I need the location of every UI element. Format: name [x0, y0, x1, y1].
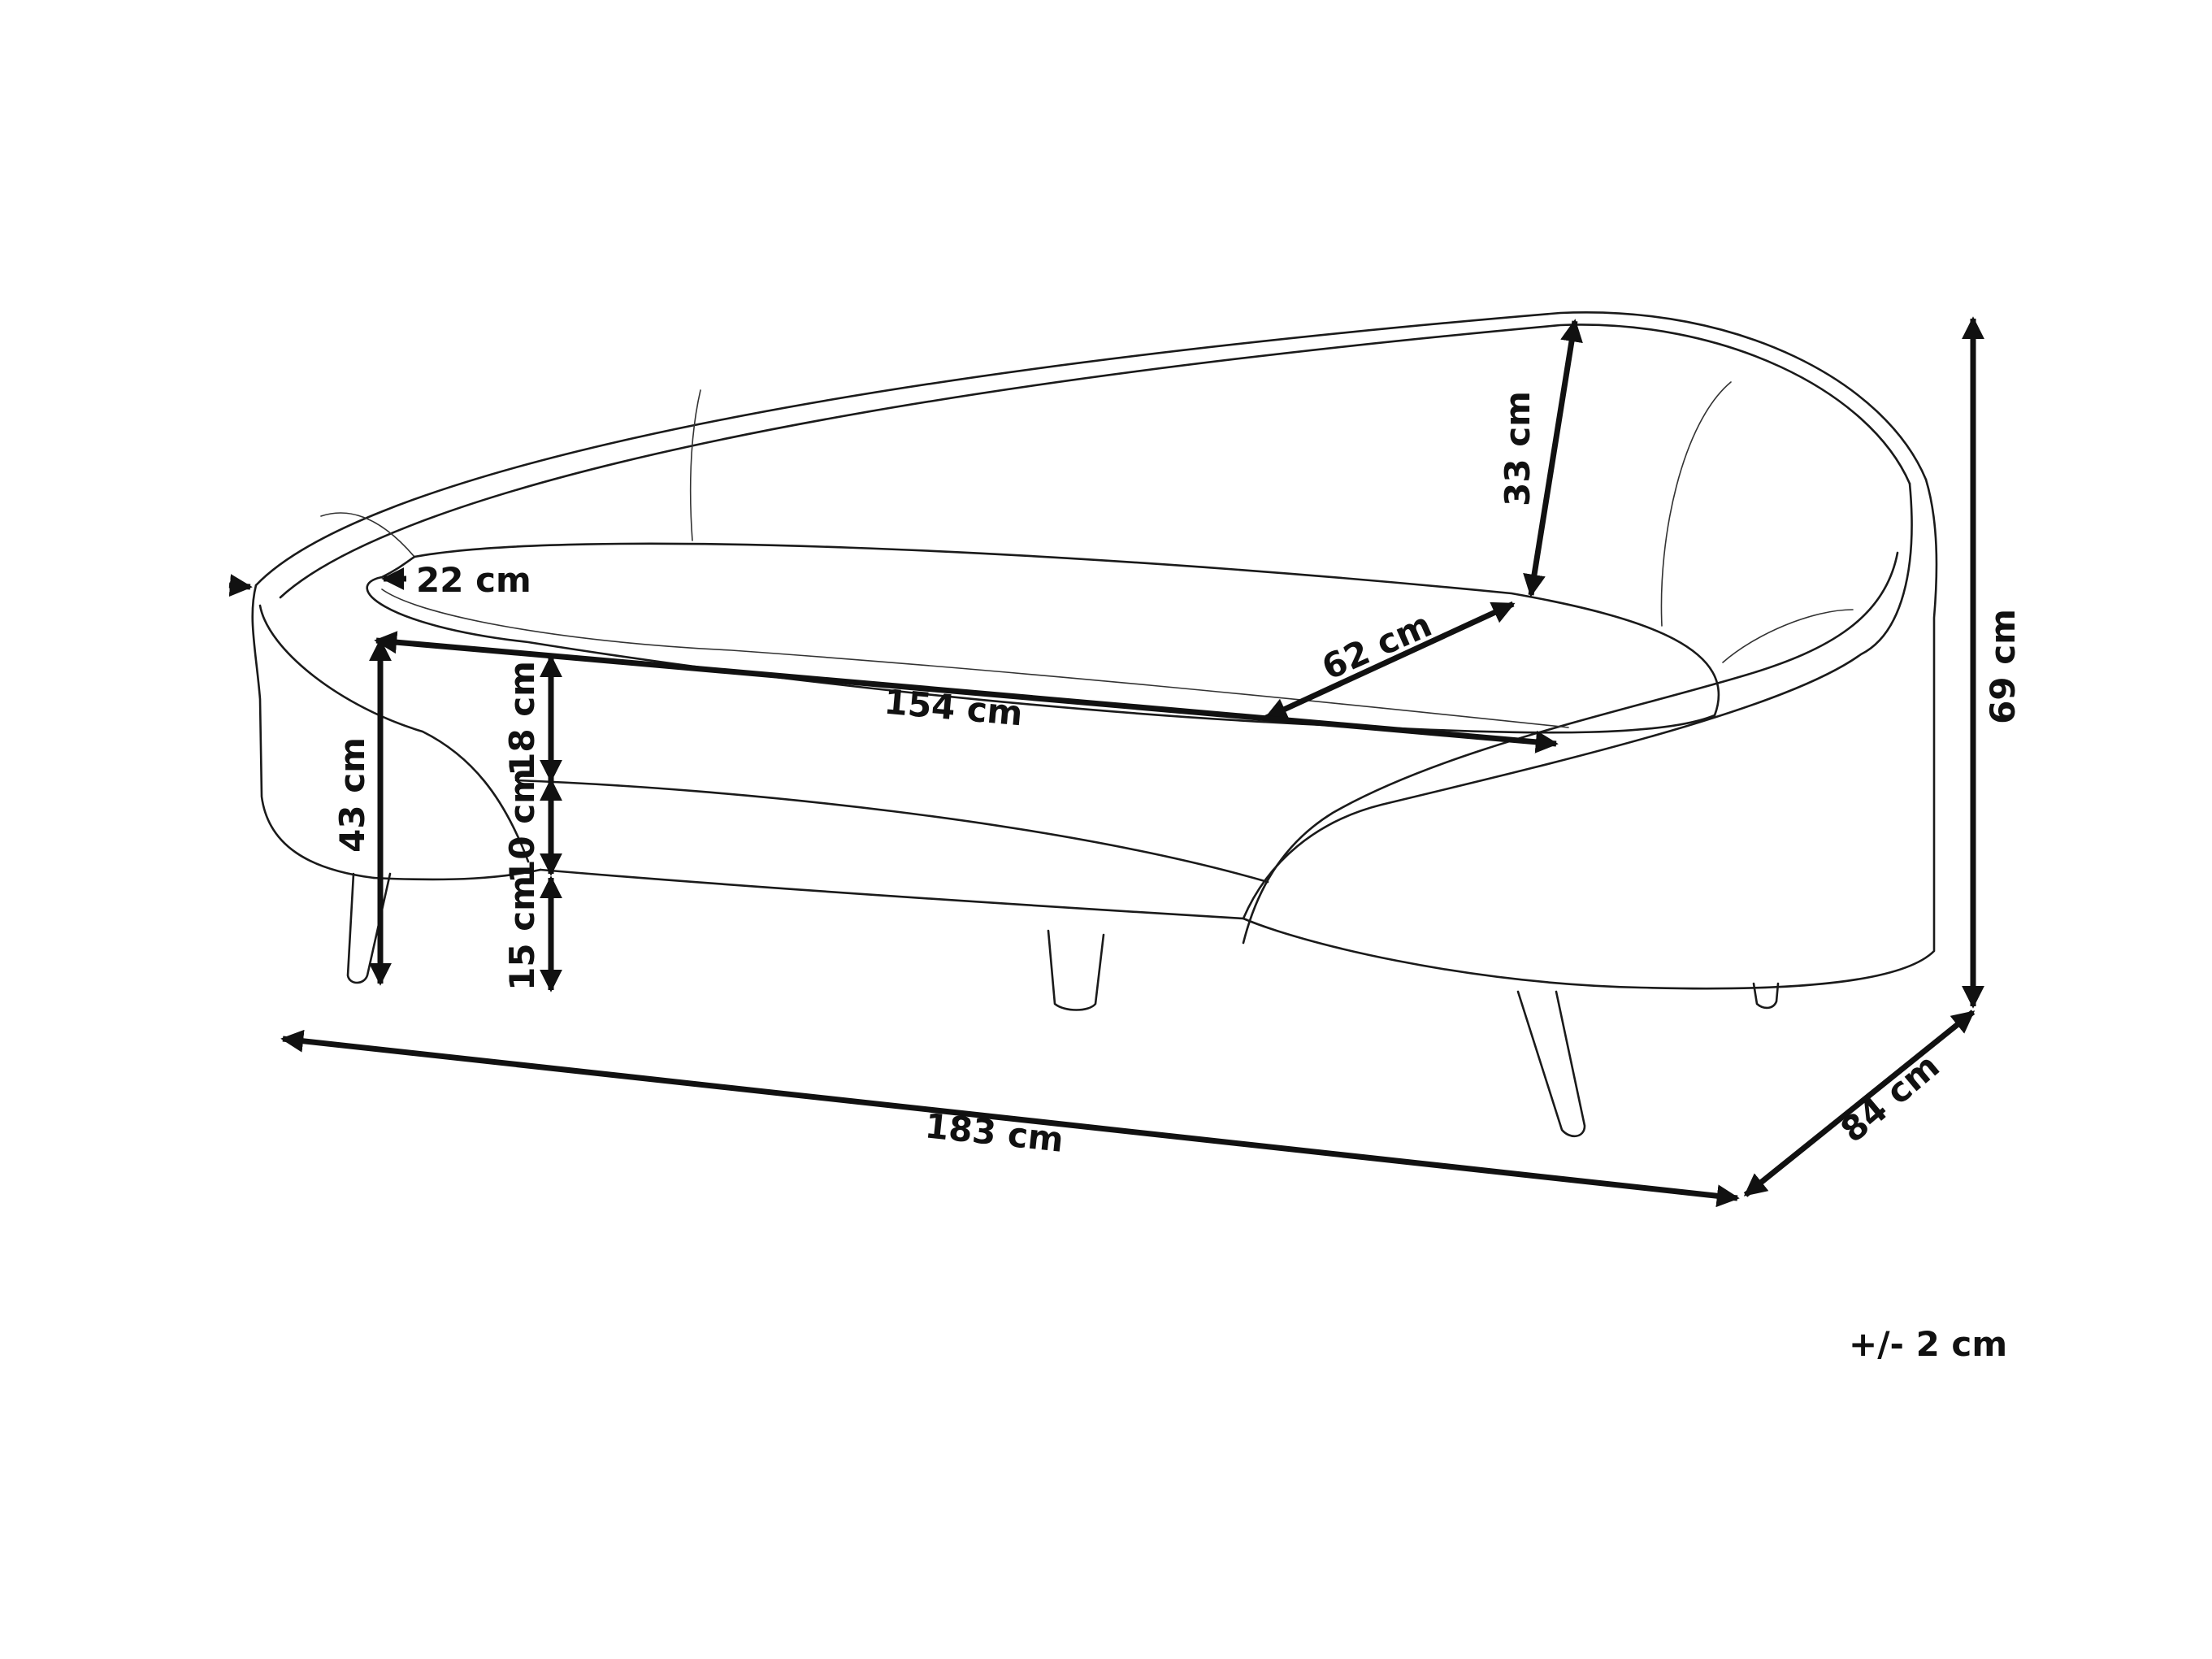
total-width-dim-line — [280, 1029, 1740, 1208]
seat-width-dim-line — [374, 631, 1559, 753]
base-height-label: 10 cm — [502, 768, 542, 884]
backrest-height-label: 33 cm — [1498, 391, 1538, 506]
seat-width-label: 154 cm — [883, 682, 1025, 734]
armrest-width-left-tick — [228, 574, 253, 597]
total-height-label: 69 cm — [1983, 609, 2023, 724]
backrest-height-dim-line — [1523, 319, 1583, 597]
tolerance-note: +/- 2 cm — [1849, 1324, 2007, 1364]
seat-depth-label: 62 cm — [1316, 605, 1437, 688]
sofa-legs — [346, 872, 1780, 1137]
total-width-label: 183 cm — [923, 1105, 1065, 1160]
total-depth-dim-line — [1743, 1010, 1976, 1197]
armrest-width-label: 22 cm — [416, 560, 531, 600]
cushion-height-label: 18 cm — [502, 661, 542, 776]
seat-height-label: 43 cm — [332, 737, 372, 853]
leg-height-label: 15 cm — [502, 875, 542, 991]
dimension-lines — [228, 316, 1984, 1208]
total-depth-label: 84 cm — [1833, 1046, 1947, 1151]
